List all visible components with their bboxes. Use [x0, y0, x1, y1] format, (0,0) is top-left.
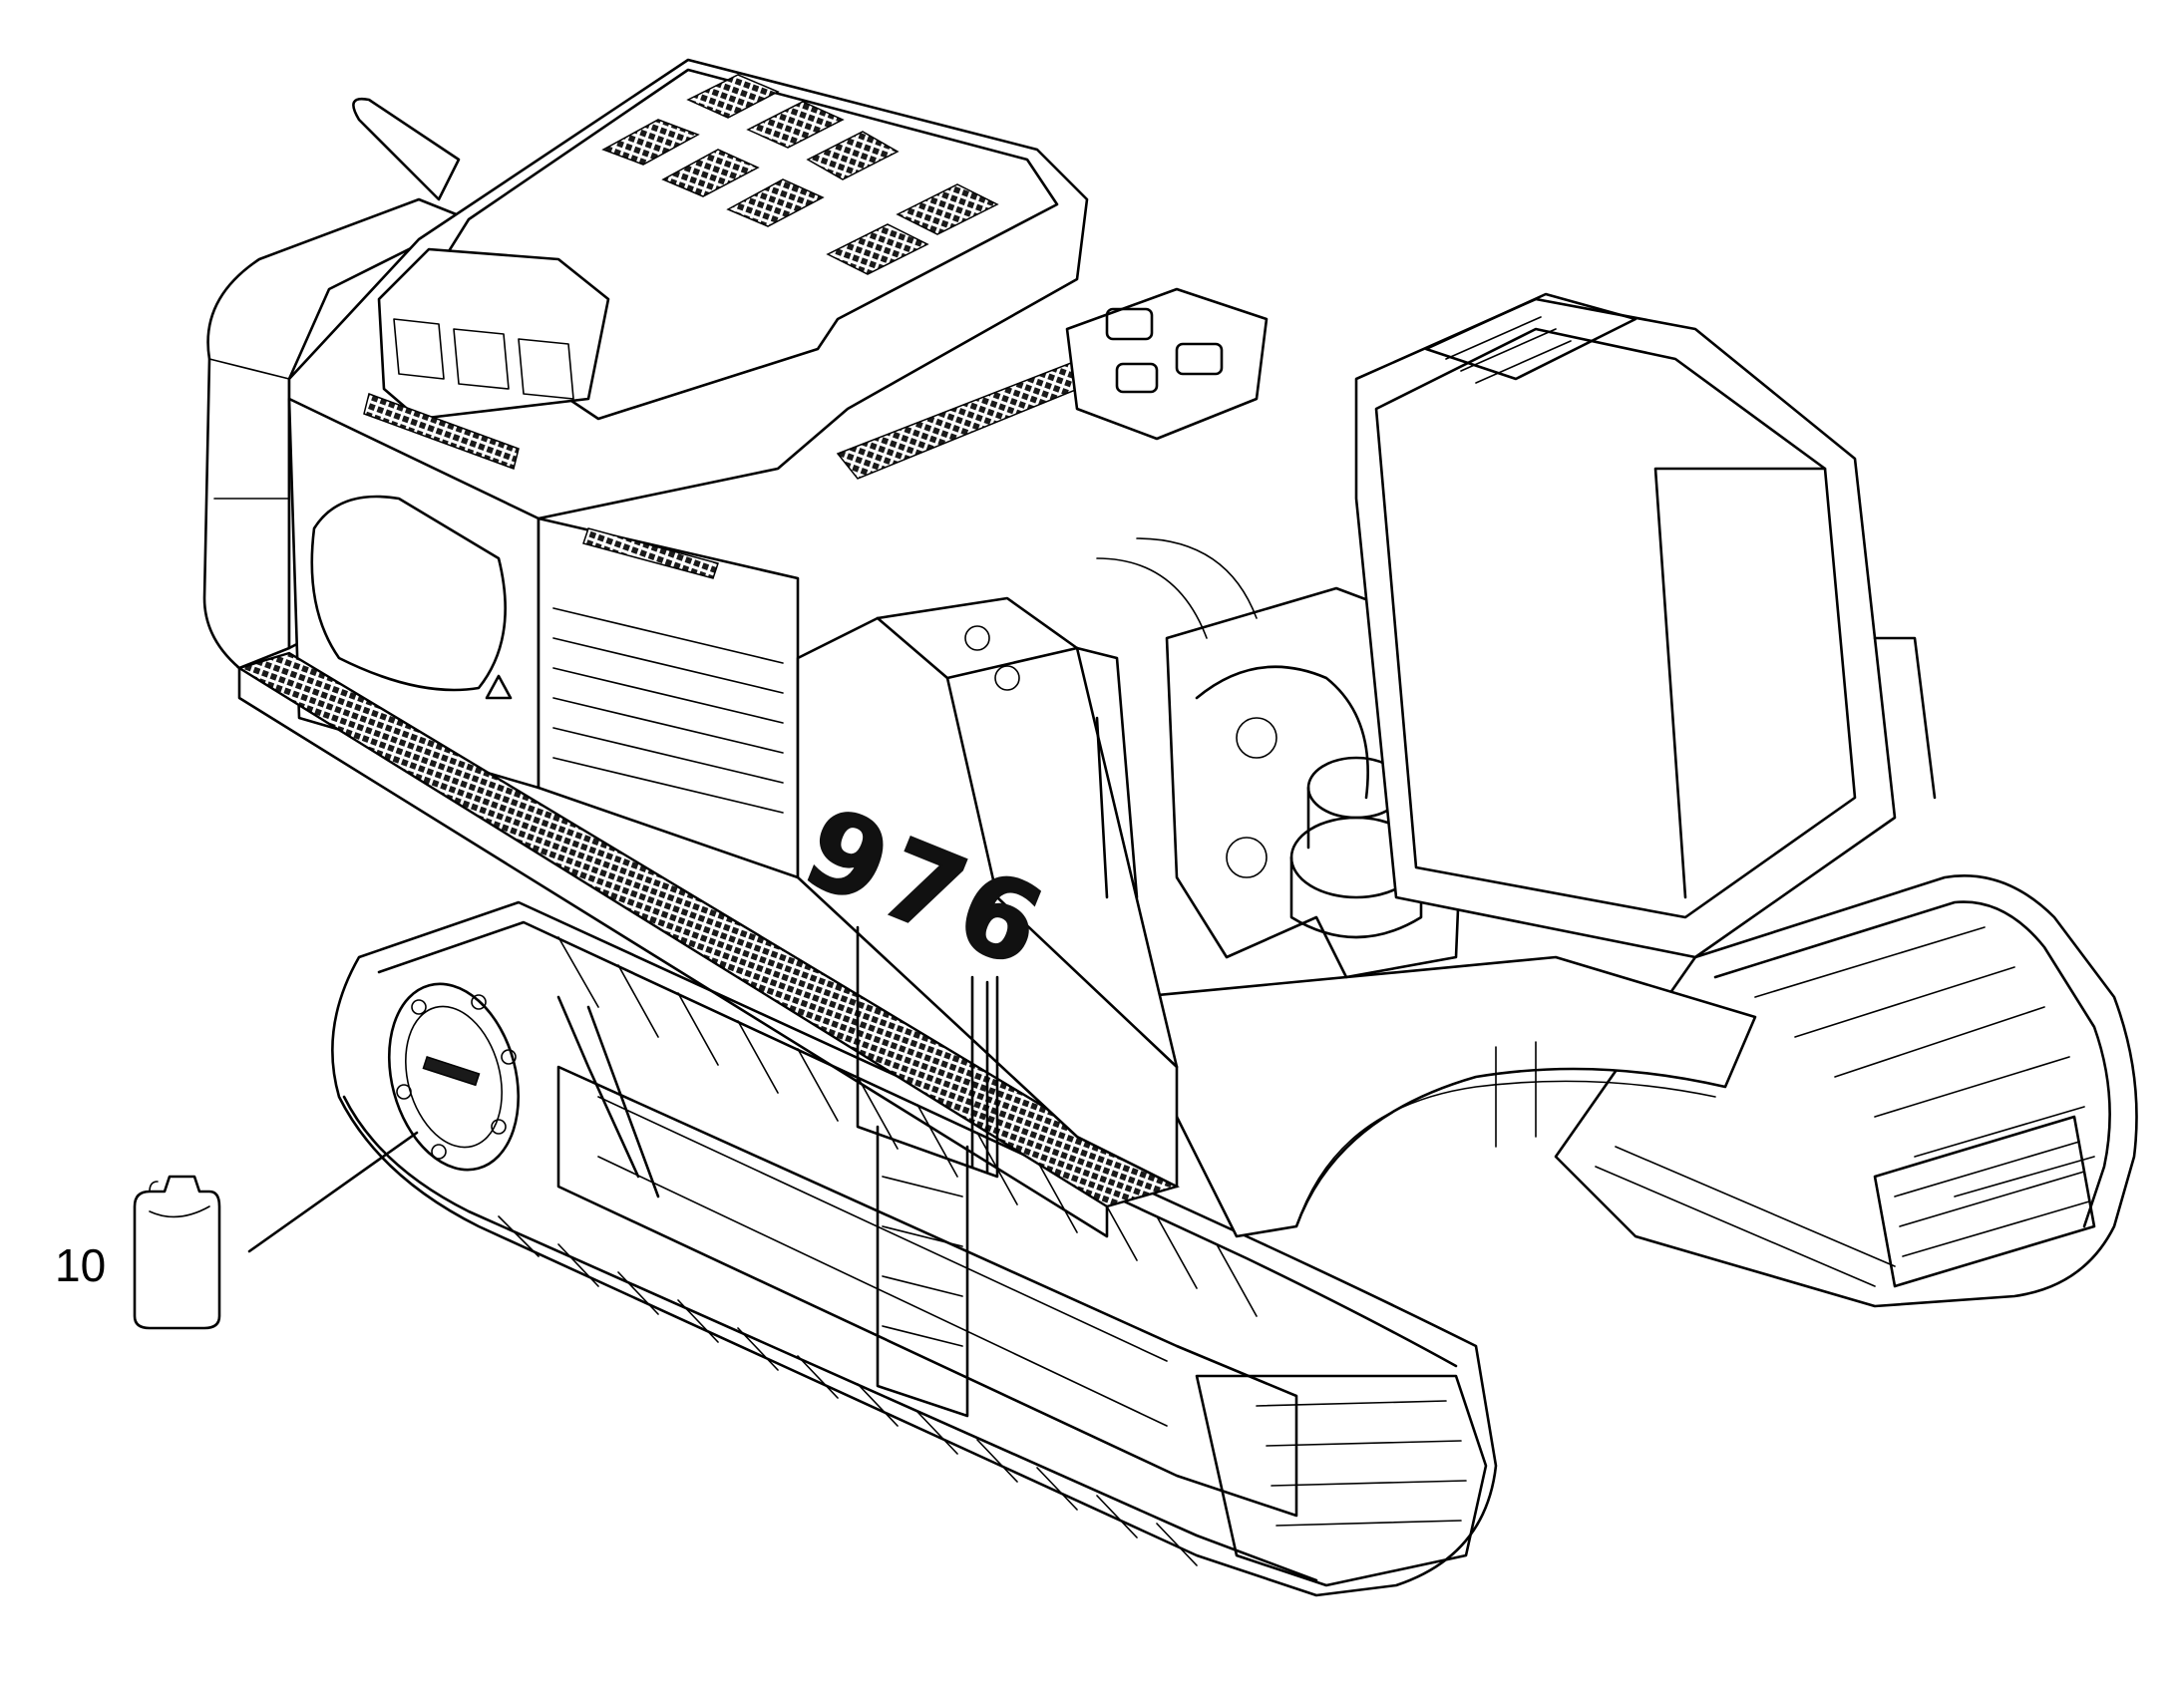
right-crawler-track [1554, 874, 2138, 1308]
oil-canister-icon [133, 1175, 221, 1330]
callout-leader-line [247, 1131, 419, 1253]
final-drive-sprocket [387, 982, 521, 1172]
operator-cab [1354, 292, 1937, 959]
warning-triangle-icon [485, 674, 513, 700]
left-crawler-track [331, 900, 1498, 1597]
handrails-and-ladders [556, 646, 1139, 1418]
upperstructure [202, 58, 1180, 1238]
carbody [1135, 955, 1757, 1238]
callout-10: 10 [55, 1131, 419, 1330]
hydraulic-tank-cover: 976 [787, 596, 1179, 1189]
callout-label: 10 [55, 1239, 106, 1291]
engine-hood-grilles [601, 74, 999, 275]
